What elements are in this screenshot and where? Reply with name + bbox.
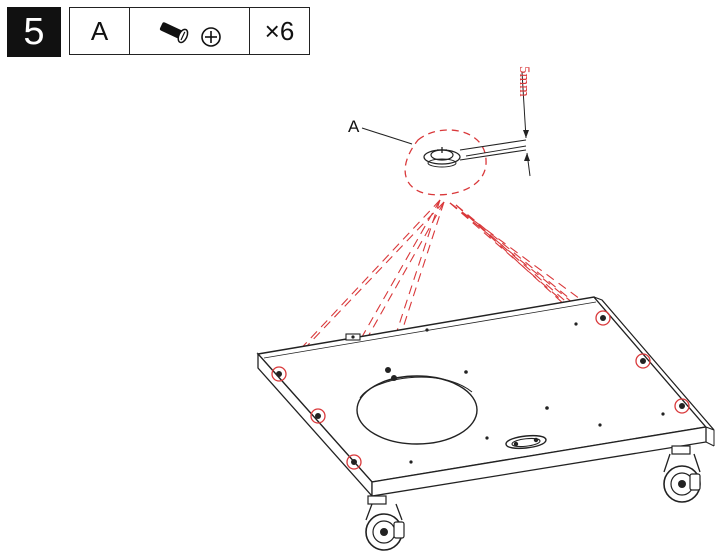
board-holes (385, 322, 665, 464)
screw-hole-5 (635, 353, 651, 369)
callout-label: A (348, 117, 360, 136)
cart-base (256, 296, 715, 498)
detail-callout: A 5mm (348, 66, 532, 196)
part-label-cell: A (70, 8, 130, 54)
board-bracket (345, 333, 361, 341)
screw-hole-6 (674, 398, 690, 414)
part-label: A (90, 15, 109, 46)
step-number-badge: 5 (7, 7, 61, 57)
part-icon-cell (130, 8, 250, 54)
screw-hole-2 (310, 408, 326, 424)
base-top-surface (256, 296, 708, 483)
screw-hole-markers (271, 310, 690, 470)
parts-table: A ×6 (69, 7, 310, 55)
screw-icon (159, 22, 221, 47)
callout-leader-line (361, 127, 413, 145)
part-quantity: ×6 (264, 15, 295, 46)
caster-wheel-front (365, 495, 405, 551)
dimension-line (521, 71, 527, 139)
detail-highlight-outline (404, 129, 487, 196)
screw-hole-3 (346, 454, 362, 470)
caster-wheel-right (663, 445, 701, 503)
base-center-hole (356, 375, 478, 445)
screw-hole-4 (595, 310, 611, 326)
dimension-label: 5mm (516, 66, 532, 97)
handle-slot (505, 434, 547, 450)
screw-hole-1 (271, 366, 287, 382)
part-quantity-cell: ×6 (250, 8, 309, 54)
step-number: 5 (23, 11, 45, 53)
